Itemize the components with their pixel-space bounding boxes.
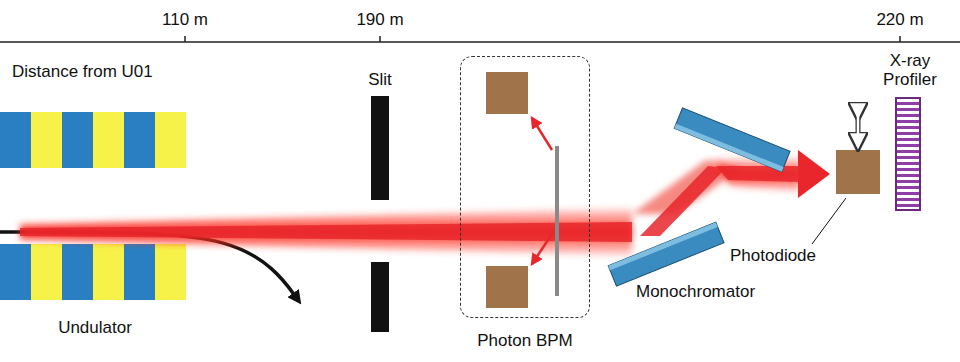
magnet-block [31, 112, 62, 168]
slit [371, 96, 389, 332]
magnet-block [62, 112, 93, 168]
magnet-block [93, 112, 124, 168]
magnet-block [124, 244, 155, 300]
magnet-block [124, 112, 155, 168]
distance-mark: 110 m [162, 10, 208, 30]
component-label: Photon BPM [477, 331, 572, 351]
magnet-block [93, 244, 124, 300]
component-label: Undulator [58, 318, 132, 338]
magnet-block [155, 244, 186, 300]
magnet-block [31, 244, 62, 300]
magnet-block [62, 244, 93, 300]
component-label: X-ray Profiler [872, 51, 948, 90]
distance-mark: 220 m [876, 10, 923, 30]
magnet-block [0, 112, 31, 168]
component-label: Slit [368, 70, 392, 90]
undulator-magnets [0, 112, 186, 300]
xray-profiler [896, 98, 920, 210]
component-label: Photodiode [730, 246, 816, 266]
component-label: Monochromator [636, 282, 755, 302]
bpm-enclosure: Photon BPM [460, 56, 590, 318]
photodiode [812, 112, 880, 244]
axis-title: Distance from U01 [12, 62, 153, 82]
distance-scale [0, 36, 960, 42]
distance-mark: 190 m [356, 10, 403, 30]
bpm-detectors [486, 72, 559, 308]
magnet-block [155, 112, 186, 168]
magnet-block [0, 244, 31, 300]
